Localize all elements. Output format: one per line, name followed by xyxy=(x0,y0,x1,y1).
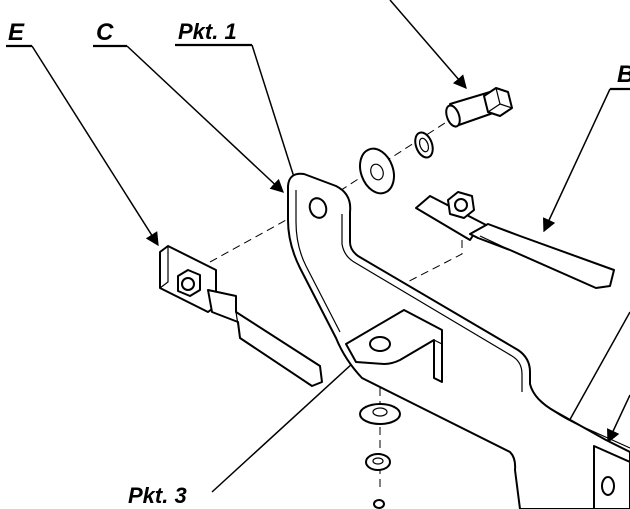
label-b: B xyxy=(610,61,630,91)
left-clip-edge xyxy=(159,246,169,289)
flat-washer xyxy=(359,147,395,195)
bottom-fastener-stack xyxy=(359,403,401,509)
label-pkt3: Pkt. 3 xyxy=(128,483,187,508)
leader-pkt3 xyxy=(211,351,366,493)
label-e-text: E xyxy=(8,19,25,46)
leader-c xyxy=(126,45,284,193)
bracket-hole-top xyxy=(308,197,328,219)
angle-bracket-hole xyxy=(369,336,391,352)
label-b-text: B xyxy=(617,61,630,88)
angle-bracket-fold xyxy=(399,339,443,361)
left-clip-tongue-edge xyxy=(235,311,241,339)
leader-bolt xyxy=(389,0,467,90)
bracket-right-flange xyxy=(593,445,630,509)
bottom-nut xyxy=(373,499,385,509)
right-clip-tongue xyxy=(469,223,615,289)
right-clip-edge xyxy=(479,235,511,251)
leader-e xyxy=(31,45,159,247)
bolt-head-facets xyxy=(487,87,513,113)
left-clip-nut-bore xyxy=(181,277,195,291)
bracket-edge-fold xyxy=(341,214,523,392)
right-clip-nut-bore xyxy=(454,198,468,212)
bracket-curve-edge xyxy=(539,399,630,449)
left-clip xyxy=(159,245,323,387)
bottom-lock-washer-hole xyxy=(372,457,384,465)
label-pkt1: Pkt. 1 xyxy=(175,19,252,47)
leader-b xyxy=(542,88,611,233)
right-clip xyxy=(415,191,615,289)
flat-washer-hole xyxy=(370,163,384,181)
bolt-tip xyxy=(445,104,461,128)
angle-bracket-body xyxy=(345,309,443,383)
leader-right-small xyxy=(607,394,630,444)
bottom-lock-washer xyxy=(365,453,391,471)
label-pkt1-text: Pkt. 1 xyxy=(178,19,237,44)
left-clip-tongue xyxy=(207,289,323,387)
angle-bracket xyxy=(345,309,443,383)
bottom-washer xyxy=(359,403,401,425)
leader-pkt1 xyxy=(251,44,303,198)
label-pkt3-text: Pkt. 3 xyxy=(128,483,187,508)
label-c-text: C xyxy=(96,19,114,46)
bracket-hole-right xyxy=(601,476,615,496)
lock-washer-hole xyxy=(418,137,430,153)
lock-washer xyxy=(414,131,434,159)
bracket-body xyxy=(287,172,630,509)
main-bracket xyxy=(287,172,630,509)
label-e: E xyxy=(6,19,32,48)
label-c: C xyxy=(93,19,127,48)
top-fastener-stack xyxy=(359,87,513,195)
bracket-edge-left xyxy=(295,190,341,333)
bottom-washer-hole xyxy=(372,407,388,417)
